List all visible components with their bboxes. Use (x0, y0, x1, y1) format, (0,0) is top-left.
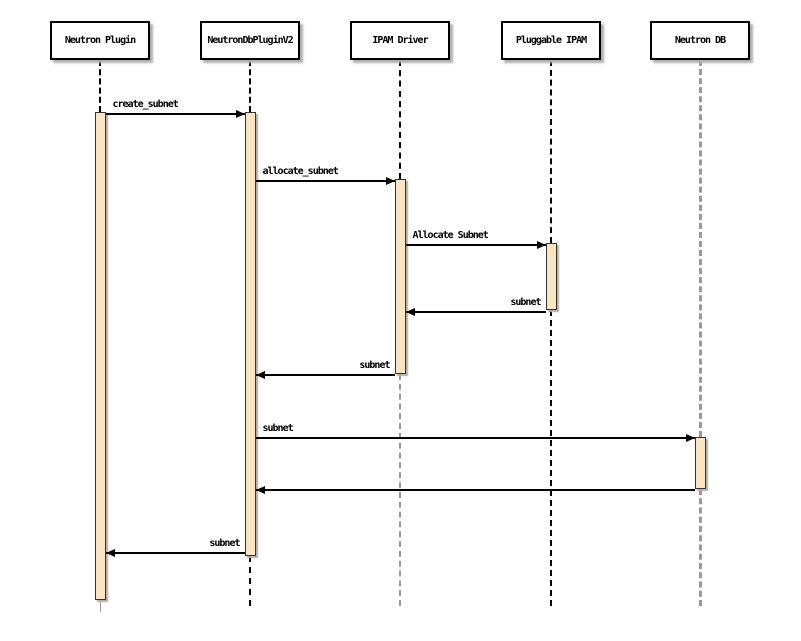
lifeline-neutron-db (698, 489, 702, 606)
lifeline-neutrondbpluginv2 (249, 60, 251, 112)
actor-box-neutron-db: Neutron DB (650, 21, 750, 60)
message-3-allocate-subnet-arrowhead-icon (536, 241, 546, 249)
lifeline-neutrondbpluginv2 (249, 556, 251, 606)
message-1-create-subnet-arrowhead-icon (235, 110, 245, 118)
message-8-subnet-label: subnet (209, 538, 240, 549)
activation-bar-neutrondbpluginv2 (244, 112, 256, 556)
activation-bar-neutron-db (694, 437, 706, 489)
message-2-allocate-subnet-arrowhead-icon (385, 177, 395, 185)
message-6-subnet-arrowhead-icon (685, 434, 695, 442)
message-2-allocate-subnet-line (255, 180, 395, 182)
message-6-subnet-line (255, 437, 695, 439)
message-7-return-arrowhead-icon (255, 486, 265, 494)
actor-box-neutrondbpluginv2: NeutronDbPluginV2 (200, 21, 300, 60)
lifeline-neutron-plugin (99, 600, 101, 612)
message-8-subnet-arrowhead-icon (105, 549, 115, 557)
message-7-return-line (255, 489, 695, 491)
lifeline-ipam-driver (399, 60, 401, 179)
message-3-allocate-subnet-label: Allocate Subnet (412, 230, 489, 241)
message-5-subnet-arrowhead-icon (255, 371, 265, 379)
activation-bar-ipam-driver (394, 179, 406, 374)
actor-box-ipam-driver: IPAM Driver (350, 21, 450, 60)
message-3-allocate-subnet-line (405, 244, 546, 246)
lifeline-neutron-db (698, 60, 702, 437)
message-2-allocate-subnet-label: allocate_subnet (262, 166, 339, 177)
lifeline-pluggable-ipam (550, 60, 552, 243)
message-4-subnet-line (405, 311, 546, 313)
message-5-subnet-label: subnet (359, 360, 390, 371)
actor-box-neutron-plugin: Neutron Plugin (50, 21, 150, 60)
message-4-subnet-label: subnet (510, 297, 541, 308)
actor-box-pluggable-ipam: Pluggable IPAM (501, 21, 601, 60)
message-1-create-subnet-line (105, 113, 245, 115)
message-5-subnet-line (255, 374, 395, 376)
message-8-subnet-line (105, 552, 245, 554)
activation-bar-pluggable-ipam (545, 243, 557, 310)
activation-bar-neutron-plugin (94, 112, 106, 600)
message-6-subnet-label: subnet (262, 423, 294, 434)
lifeline-pluggable-ipam (550, 310, 552, 606)
lifeline-neutron-plugin (99, 60, 101, 112)
message-4-subnet-arrowhead-icon (405, 308, 415, 316)
message-1-create-subnet-label: create_subnet (112, 99, 179, 110)
